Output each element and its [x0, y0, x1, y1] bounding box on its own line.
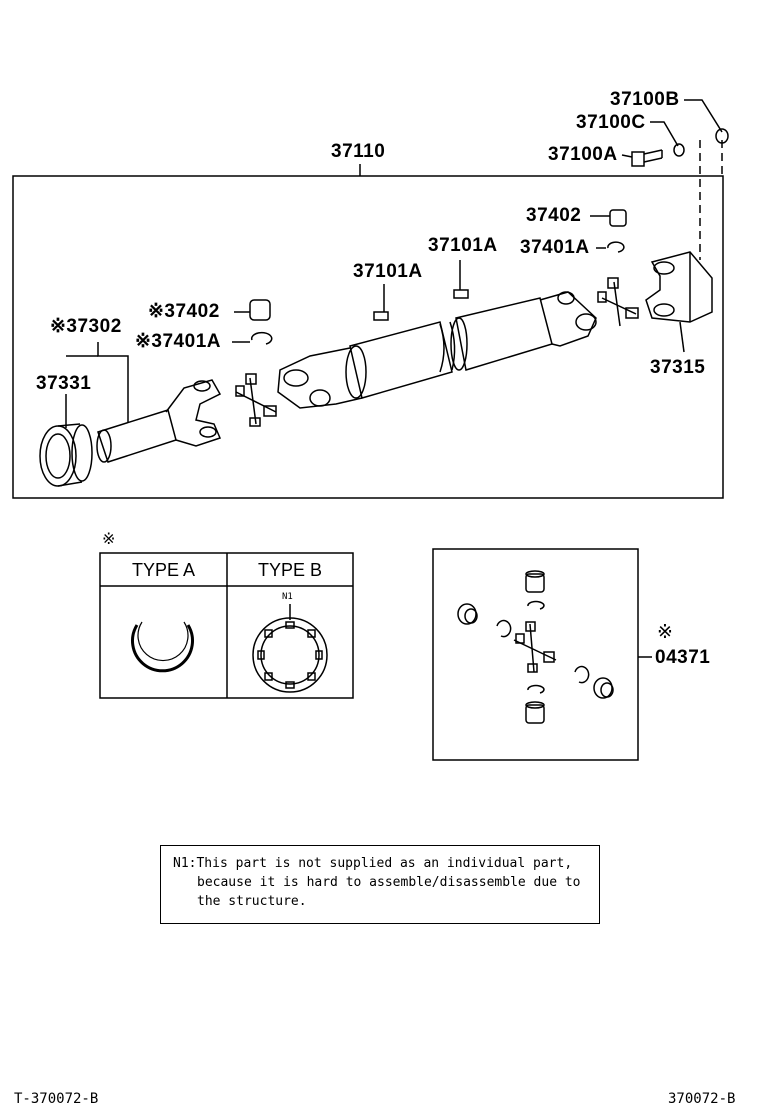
part-label-04371: 04371: [655, 647, 711, 668]
repair-kit-frame: [432, 548, 639, 761]
cross-joint-right: [597, 277, 639, 327]
type-table-mark: ※: [102, 531, 116, 548]
flange-yoke-37315: [645, 251, 713, 353]
type-a-header: TYPE A: [131, 560, 196, 580]
part-label-37302: ※37302: [50, 316, 122, 337]
part-label-37101a-left: 37101A: [353, 261, 423, 282]
slip-yoke-37302: [96, 379, 222, 463]
footer-code-left: T-370072-B: [14, 1091, 99, 1107]
part-label-37100a: 37100A: [548, 144, 618, 165]
bolt-37100a: [631, 149, 663, 167]
snap-ring-type-a: [131, 624, 194, 673]
footer-code-right: 370072-B: [668, 1091, 736, 1107]
note-box: N1:This part is not supplied as an indiv…: [160, 845, 600, 924]
assembly-frame: [12, 175, 724, 499]
part-label-37401a-right: 37401A: [520, 237, 590, 258]
part-label-37331: 37331: [36, 373, 92, 394]
repair-kit-parts: [457, 570, 614, 724]
part-label-37110: 37110: [331, 141, 386, 162]
n1-label: N1: [282, 592, 293, 602]
part-label-37401a-left: ※37401A: [135, 331, 221, 352]
snap-ring-type-b: [252, 617, 328, 693]
note-line-1: N1:This part is not supplied as an indiv…: [173, 856, 573, 871]
part-label-37100b: 37100B: [610, 89, 680, 110]
part-label-37315: 37315: [650, 357, 706, 378]
kit-mark: ※: [657, 622, 674, 643]
oil-seal-37331: [39, 423, 93, 487]
cross-joint-left: [235, 373, 277, 427]
part-label-37101a-right: 37101A: [428, 235, 498, 256]
propeller-tube: [277, 291, 597, 409]
part-label-37402-left: ※37402: [148, 301, 220, 322]
note-line-2: because it is hard to assemble/disassemb…: [197, 875, 581, 890]
note-line-3: the structure.: [197, 894, 307, 909]
part-label-37100c: 37100C: [576, 112, 646, 133]
part-label-37402-right: 37402: [526, 205, 582, 226]
type-b-header: TYPE B: [257, 560, 323, 580]
